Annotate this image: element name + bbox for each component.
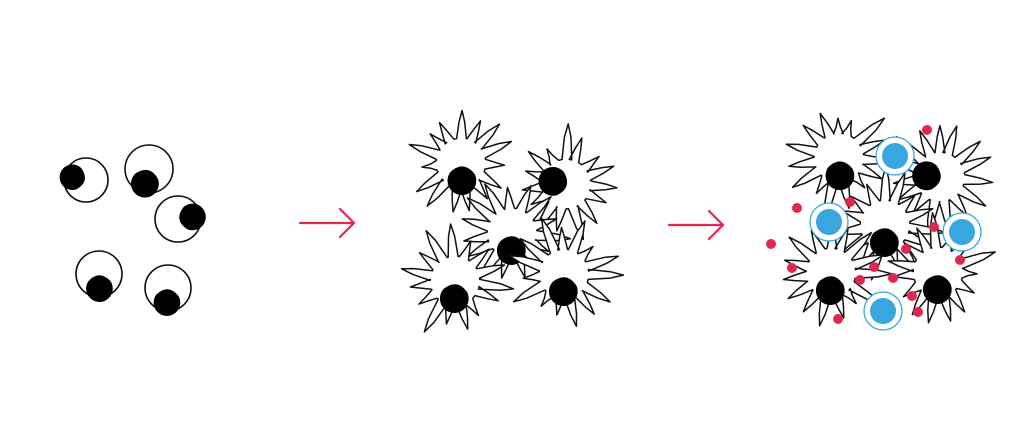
lymphocyte-icon <box>809 202 849 242</box>
cell-membrane <box>521 123 618 241</box>
nucleus <box>538 166 568 196</box>
nucleus <box>130 169 159 198</box>
granule-dot <box>869 262 879 272</box>
granule-dot <box>833 314 843 324</box>
nucleus <box>439 284 469 313</box>
granule-dot <box>955 255 965 265</box>
lymphocyte-core <box>870 298 896 324</box>
granule-dot <box>792 203 802 213</box>
round-cell-icon <box>154 195 206 243</box>
nucleus <box>86 275 113 302</box>
granule-dot <box>855 275 865 285</box>
nucleus <box>447 166 477 196</box>
round-cell-icon <box>124 144 174 198</box>
nucleus <box>548 277 578 306</box>
spiky-cell-icon <box>408 109 513 213</box>
granule-dot <box>888 273 898 283</box>
spiky-cell-icon <box>782 224 893 327</box>
granule-dot <box>766 239 776 249</box>
lymphocyte-icon <box>875 136 915 176</box>
spiky-cell-icon <box>785 112 893 218</box>
lymphocyte-core <box>949 219 975 245</box>
nucleus <box>59 164 85 190</box>
nucleus <box>153 289 181 316</box>
right-arrow-icon <box>298 207 356 239</box>
round-cell-icon <box>144 264 192 316</box>
round-cell-icon <box>59 157 109 203</box>
lymphocyte-icon <box>942 212 982 252</box>
right-arrow-icon <box>667 209 725 241</box>
cell-membrane <box>400 223 515 333</box>
granule-dot <box>787 263 797 273</box>
cell-membrane <box>408 109 513 213</box>
granule-dot <box>929 222 939 232</box>
spiky-cell-icon <box>508 217 625 327</box>
cell-membrane <box>508 217 625 327</box>
stage-cell-cluster <box>766 112 996 331</box>
nucleus <box>912 161 941 191</box>
granule-dot <box>901 244 911 254</box>
granule-dot <box>922 125 932 135</box>
granule-dot <box>845 197 855 207</box>
round-cell-icon <box>75 250 123 302</box>
nucleus <box>179 203 206 231</box>
stage-resting-cells <box>59 144 206 316</box>
nucleus <box>869 228 899 257</box>
stage-activated-cells <box>400 109 625 333</box>
arrow-stage-1-to-2 <box>298 207 356 239</box>
nucleus <box>825 161 855 191</box>
granule-dot <box>907 291 917 301</box>
spiky-cell-icon <box>400 223 515 333</box>
lymphocyte-core <box>816 209 842 235</box>
lymphocyte-core <box>882 143 908 169</box>
nucleus <box>922 275 952 304</box>
granule-dot <box>913 307 923 317</box>
nucleus <box>815 276 845 305</box>
cell-membrane <box>782 224 893 327</box>
spiky-cell-icon <box>521 123 618 241</box>
lymphocyte-icon <box>863 291 903 331</box>
arrow-stage-2-to-3 <box>667 209 725 241</box>
